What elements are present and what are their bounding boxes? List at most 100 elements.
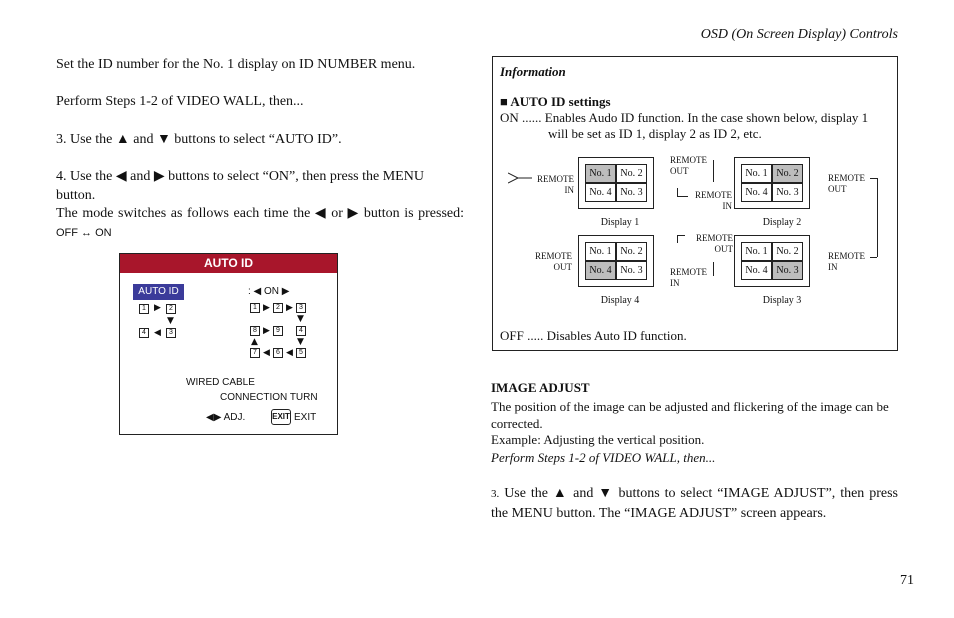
arrow-left-icon: ◀ [263,348,270,358]
osd-wired-cable: WIRED CABLE [186,377,255,388]
osd-big-cell: 9 [273,326,283,336]
remote-in-label-d3: REMOTE IN [828,251,865,273]
display-2: No. 1 No. 2 No. 4 No. 3 [734,157,810,209]
osd-connection-turn: CONNECTION TURN [220,392,318,403]
cell-no1: No. 1 [585,242,616,261]
section-heading-image-adjust: IMAGE ADJUST [491,380,590,395]
paragraph-mode-switch: The mode switches as follows each time t… [56,204,464,243]
cell-no4: No. 4 [741,261,772,280]
arrow-down-icon: ▼ [297,337,304,347]
remote-in-label-d4: REMOTE IN [670,267,707,289]
arrow-right-icon: ▶ [286,303,293,313]
remote-out-label-d2: REMOTE OUT [828,173,865,195]
in-text: IN [722,201,733,211]
info-subheading: ■ AUTO ID settings [500,94,611,109]
info-heading: Information [500,64,566,79]
info-off-line: OFF ..... Disables Auto ID function. [500,328,687,343]
osd-big-cell: 3 [296,303,306,313]
display-3: No. 1 No. 2 No. 4 No. 3 [734,235,810,287]
arrow-up-icon: ▲ [251,337,258,347]
osd-item-auto-id[interactable]: AUTO ID [133,284,184,300]
remote-text: REMOTE [696,233,733,243]
out-text: OUT [828,184,847,194]
display-4: No. 1 No. 2 No. 4 No. 3 [578,235,654,287]
cell-no4: No. 4 [585,261,616,280]
info-on-line2: will be set as ID 1, display 2 as ID 2, … [548,126,762,141]
info-on-line1: ON ...... Enables Audo ID function. In t… [500,110,869,125]
arrow-right-icon: ▶ [154,303,161,313]
display-1-label: Display 1 [600,217,640,228]
arrow-left-icon: ◀ [154,328,161,338]
cell-no3: No. 3 [772,261,803,280]
arrow-down-icon: ▼ [167,316,174,326]
osd-value-on[interactable]: : ◀ ON ▶ [248,286,290,297]
paragraph-id-number: Set the ID number for the No. 1 display … [56,57,416,72]
osd-small-cell: 2 [166,304,176,314]
cell-no1: No. 1 [741,242,772,261]
osd-small-cell: 1 [139,304,149,314]
osd-auto-id-menu: AUTO ID AUTO ID : ◀ ON ▶ 1 ▶ 2 ▼ 4 ◀ 3 1… [119,253,338,435]
display-4-label: Display 4 [600,295,640,306]
out-text: OUT [714,244,734,254]
osd-exit-key[interactable]: EXIT [271,409,291,425]
osd-big-cell: 1 [250,303,260,313]
osd-exit-label: EXIT [294,412,317,423]
cell-no2: No. 2 [772,242,803,261]
cell-no1: No. 1 [741,164,772,183]
osd-adj-hint: ◀▶ ADJ. [206,412,246,423]
arrow-right-icon: ▶ [263,303,270,313]
in-text: IN [670,278,680,288]
cell-no3: No. 3 [616,183,647,202]
cell-no1: No. 1 [585,164,616,183]
cell-no2: No. 2 [616,164,647,183]
cell-no3: No. 3 [772,183,803,202]
in-text: IN [564,185,575,195]
paragraph-perform-steps: Perform Steps 1-2 of VIDEO WALL, then... [56,94,304,109]
step-number: 3. [491,488,500,500]
paragraph-step3-image-adjust: 3. Use the ▲ and ▼ buttons to select “IM… [491,484,898,523]
page-header: OSD (On Screen Display) Controls [700,27,898,42]
osd-big-cell: 2 [273,303,283,313]
out-text: OUT [553,262,573,272]
mode-switch-text: The mode switches as follows each time t… [56,206,464,221]
cell-no4: No. 4 [585,183,616,202]
out-text: OUT [670,166,689,176]
remote-text: REMOTE [670,267,707,277]
remote-text: REMOTE [828,251,865,261]
page-number: 71 [900,573,914,588]
osd-small-cell: 3 [166,328,176,338]
paragraph-image-adjust: The position of the image can be adjuste… [491,399,889,431]
remote-text: REMOTE [670,155,707,165]
remote-text: REMOTE [695,190,732,200]
remote-text: REMOTE [535,251,572,261]
osd-title: AUTO ID [120,254,337,273]
osd-big-cell: 5 [296,348,306,358]
remote-in-arrow-icon [507,171,532,185]
remote-out-label-d3: REMOTE OUT [687,233,733,255]
paragraph-perform-steps-right: Perform Steps 1-2 of VIDEO WALL, then... [491,450,716,465]
osd-big-cell: 4 [296,326,306,336]
in-text: IN [828,262,838,272]
paragraph-step4: 4. Use the ◀ and ▶ buttons to select “ON… [56,169,424,203]
display-2-label: Display 2 [762,217,802,228]
step-text: Use the ▲ and ▼ buttons to select “IMAGE… [491,486,899,521]
display-3-label: Display 3 [762,295,802,306]
remote-in-label-d1: REMOTE IN [532,174,574,196]
arrow-right-icon: ▶ [263,326,270,336]
display-1: No. 1 No. 2 No. 4 No. 3 [578,157,654,209]
osd-small-cell: 4 [139,328,149,338]
remote-text: REMOTE [828,173,865,183]
cell-no4: No. 4 [741,183,772,202]
mode-switch-values: OFF ↔ ON [56,227,112,239]
remote-in-label-d2: REMOTE IN [690,190,732,212]
remote-out-label-d1: REMOTE OUT [670,155,707,177]
remote-text: REMOTE [537,174,574,184]
osd-big-cell: 6 [273,348,283,358]
arrow-left-icon: ◀ [286,348,293,358]
cell-no2: No. 2 [772,164,803,183]
paragraph-example: Example: Adjusting the vertical position… [491,432,705,447]
osd-big-cell: 8 [250,326,260,336]
remote-out-label-d4: REMOTE OUT [528,251,572,273]
osd-big-cell: 7 [250,348,260,358]
cell-no3: No. 3 [616,261,647,280]
